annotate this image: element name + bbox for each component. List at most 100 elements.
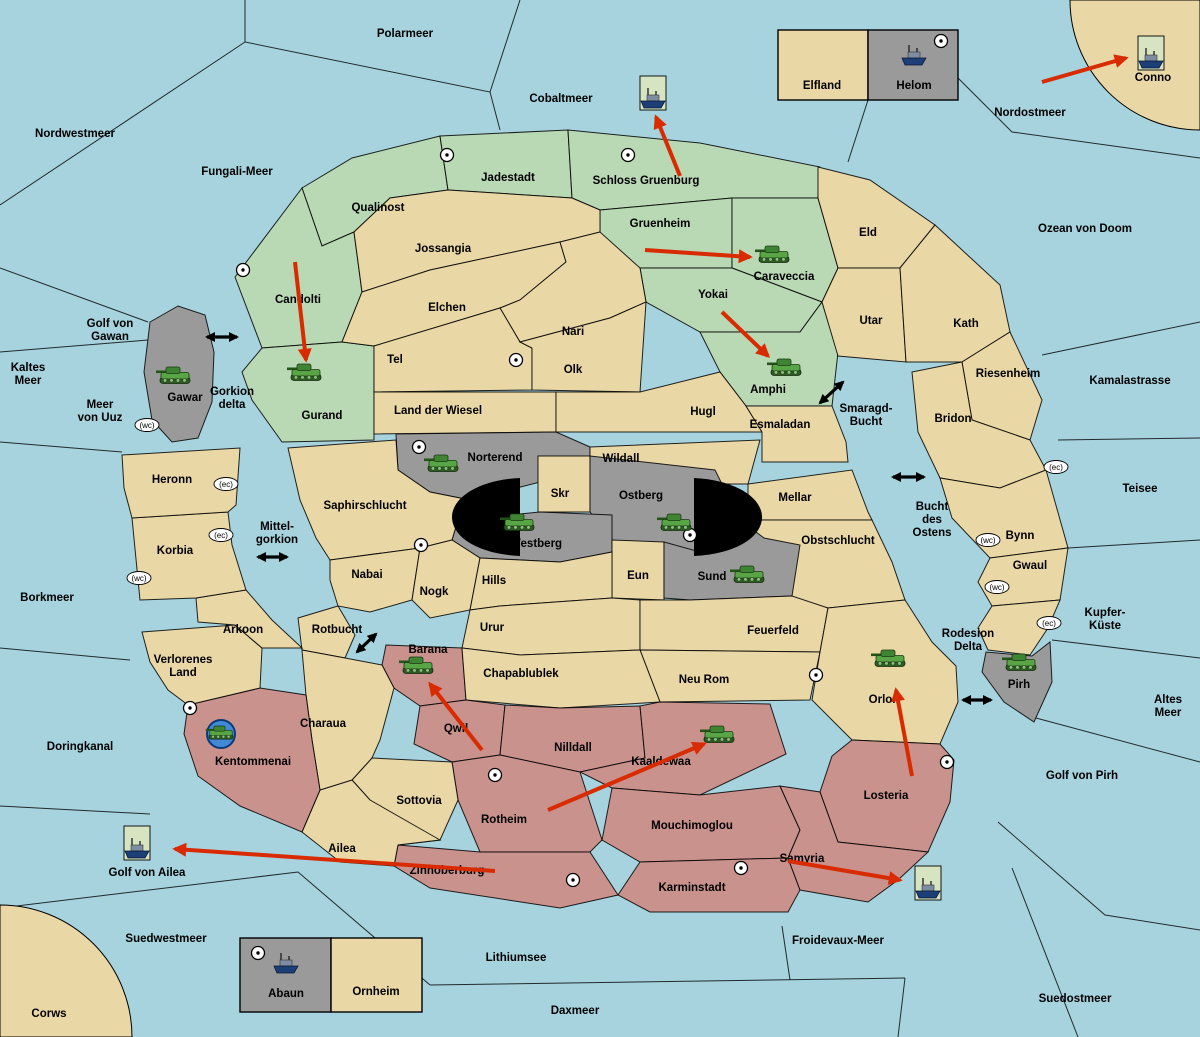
tank-kaaldewaa[interactable] <box>700 725 735 743</box>
strait-crossing-arrow-4 <box>355 632 378 654</box>
mountain-cave-0 <box>452 478 520 556</box>
capital-dot <box>487 767 503 783</box>
region-conno[interactable] <box>1069 0 1200 131</box>
legend-box-0 <box>777 29 959 101</box>
capital-dot <box>682 527 698 543</box>
sea-border-11 <box>1011 867 1079 1037</box>
sea-label-golf-von-pirh: Golf von Pirh <box>1046 770 1118 782</box>
fleet-golf-von-ailea-ship[interactable] <box>124 838 150 859</box>
region-label-corws: Corws <box>31 1008 66 1020</box>
tank-westberg[interactable] <box>500 513 535 531</box>
sea-label-teisee: Teisee <box>1123 483 1158 495</box>
legend-cell[interactable] <box>777 29 869 101</box>
fleet-conno[interactable] <box>1137 35 1165 71</box>
region-skr[interactable] <box>537 455 591 513</box>
region-heronn[interactable] <box>121 447 241 519</box>
region-label-urur: Urur <box>480 622 505 634</box>
capital-dot <box>411 439 427 455</box>
sea-border-16 <box>897 977 906 1037</box>
region-zinnoberburg[interactable] <box>393 844 619 909</box>
region-feuerfeld[interactable] <box>639 595 829 653</box>
region-rodesion-delta[interactable] <box>977 599 1061 656</box>
region-label-pirh: Pirh <box>1008 679 1030 691</box>
region-label-conno: Conno <box>1135 72 1171 84</box>
region-label-heronn: Heronn <box>152 474 192 486</box>
fleet-conno-ship[interactable] <box>1138 48 1164 69</box>
region-label-tel: Tel <box>387 354 403 366</box>
fleet-cobaltmeer-ship[interactable] <box>640 88 666 109</box>
fleet-froidevaux-ship[interactable] <box>915 878 941 899</box>
tank-pirh[interactable] <box>1002 653 1037 671</box>
legend-label-ornheim: Ornheim <box>352 986 399 998</box>
move-arrow-7 <box>547 741 707 812</box>
move-arrow-3 <box>653 114 682 177</box>
region-rotbucht[interactable] <box>297 605 356 659</box>
region-jadestadt[interactable] <box>439 129 573 199</box>
region-arkoon[interactable] <box>195 589 304 649</box>
sea-label-froidevaux-meer: Froidevaux-Meer <box>792 935 885 947</box>
region-label-orlon: Orlon <box>869 694 900 706</box>
tank-gurand[interactable] <box>287 363 322 381</box>
region-label-skr: Skr <box>551 488 570 500</box>
move-arrow-6 <box>428 681 484 752</box>
sea-border-15 <box>429 977 906 986</box>
sea-label-ozean-von-doom: Ozean von Doom <box>1038 223 1132 235</box>
sea-border-7 <box>1067 539 1200 549</box>
amphib-kentommenai-tank[interactable] <box>205 725 234 740</box>
region-label-sund: Sund <box>698 571 727 583</box>
sea-label-cobaltmeer: Cobaltmeer <box>529 93 593 105</box>
tank-orlon[interactable] <box>871 649 906 667</box>
strait-crossing-arrow-1 <box>818 380 845 405</box>
region-label-korbia: Korbia <box>157 545 194 557</box>
region-label-ailea: Ailea <box>328 843 356 855</box>
capital-dot <box>939 754 955 770</box>
region-corws[interactable] <box>0 904 133 1037</box>
sea-border-10 <box>997 821 1200 931</box>
region-utar[interactable] <box>821 267 907 363</box>
capital-dot <box>235 262 251 278</box>
fleet-golf-von-ailea[interactable] <box>123 825 151 861</box>
legend-cell[interactable] <box>330 937 423 1013</box>
tank-sund[interactable] <box>730 565 765 583</box>
ship-icon-legend-0[interactable] <box>901 45 927 66</box>
legend-label-abaun: Abaun <box>268 988 304 1000</box>
strait-label-rotbucht: Rotbucht <box>312 624 363 636</box>
strait-label-mittel-gorkion: Mittel-gorkion <box>256 521 298 546</box>
region-label-losteria: Losteria <box>864 790 909 802</box>
sea-label-borkmeer: Borkmeer <box>20 592 74 604</box>
move-arrow-8 <box>172 842 496 873</box>
region-label-jadestadt: Jadestadt <box>481 172 535 184</box>
ship-icon-legend-1[interactable] <box>273 953 299 974</box>
region-label-nogk: Nogk <box>420 586 449 598</box>
svg-text:(wc): (wc) <box>139 421 154 430</box>
region-neu-rom[interactable] <box>639 649 821 703</box>
tank-caraveccia[interactable] <box>755 245 790 263</box>
capital-dot <box>808 667 824 683</box>
sea-label-nordwestmeer: Nordwestmeer <box>35 128 115 140</box>
legend-box-1 <box>239 937 423 1013</box>
units-layer <box>123 35 1165 974</box>
amphib-kentommenai[interactable] <box>205 719 236 749</box>
sea-border-5 <box>1041 321 1200 356</box>
sea-border-8 <box>1051 639 1200 659</box>
tank-amphi[interactable] <box>767 358 802 376</box>
region-label-wildall: Wildall <box>603 453 640 465</box>
tank-norterend[interactable] <box>424 454 459 472</box>
fleet-cobaltmeer[interactable] <box>639 75 667 111</box>
tank-barana[interactable] <box>399 656 434 674</box>
region-saphirschlucht[interactable] <box>287 439 471 561</box>
region-kaaldewaa[interactable] <box>578 701 787 796</box>
sea-border-6 <box>1057 437 1200 441</box>
region-label-saphirschlucht: Saphirschlucht <box>323 500 406 512</box>
tank-ostberg[interactable] <box>657 513 692 531</box>
capital-dot <box>250 945 266 961</box>
region-label-norterend: Norterend <box>468 452 523 464</box>
fleet-froidevaux[interactable] <box>914 865 942 901</box>
region-esmaladan[interactable] <box>745 405 849 463</box>
badge-ec: (ec) <box>213 477 239 491</box>
sea-border-0 <box>0 41 246 206</box>
tank-gawar[interactable] <box>156 366 191 384</box>
sea-label-kupfer-küste: Kupfer-Küste <box>1085 607 1126 632</box>
